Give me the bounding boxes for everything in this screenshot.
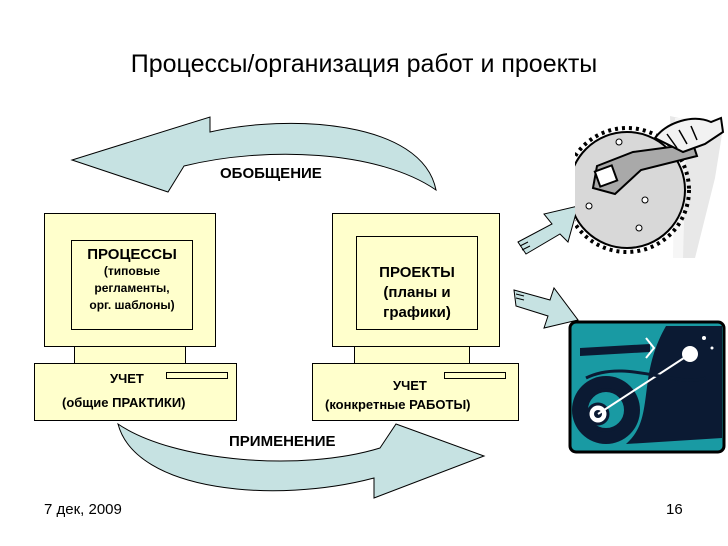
right-monitor-neck [354, 346, 470, 364]
right-base: УЧЕТ (конкретные РАБОТЫ) [312, 363, 519, 421]
processes-line-3: орг. шаблоны) [89, 298, 175, 312]
right-monitor: ПРОЕКТЫ (планы и графики) [332, 213, 500, 347]
left-base-title: УЧЕТ [110, 371, 144, 386]
right-screen: ПРОЕКТЫ (планы и графики) [356, 236, 478, 330]
wrench-gear-clipart-icon [575, 116, 725, 258]
left-base: УЧЕТ (общие ПРАКТИКИ) [34, 363, 237, 421]
right-disk-slot [444, 372, 506, 379]
slide-date: 7 дек, 2009 [44, 501, 122, 518]
projects-line-1: (планы и [383, 284, 451, 301]
slide-page-number: 16 [666, 501, 683, 518]
arrow-to-wrench-icon [517, 205, 579, 255]
processes-line-2: регламенты, [94, 281, 170, 295]
processes-line-1: (типовые [103, 264, 161, 278]
generalization-arrow-icon [70, 116, 437, 193]
application-arrow-icon [117, 422, 486, 499]
slide-title: Процессы/организация работ и проекты [130, 50, 598, 78]
arrow-to-gear-icon [513, 286, 579, 329]
projects-heading: ПРОЕКТЫ [379, 264, 455, 281]
right-base-subtitle: (конкретные РАБОТЫ) [325, 397, 471, 412]
right-base-title: УЧЕТ [393, 378, 427, 393]
left-monitor: ПРОЦЕССЫ (типовые регламенты, орг. шабло… [44, 213, 216, 347]
application-label: ПРИМЕНЕНИЕ [229, 433, 336, 450]
left-screen: ПРОЦЕССЫ (типовые регламенты, орг. шабло… [71, 240, 193, 330]
left-monitor-neck [74, 346, 186, 364]
generalization-label: ОБОБЩЕНИЕ [220, 165, 322, 182]
processes-heading: ПРОЦЕССЫ [87, 246, 177, 263]
left-disk-slot [166, 372, 228, 379]
projects-line-2: графики) [383, 304, 451, 321]
left-base-subtitle: (общие ПРАКТИКИ) [62, 395, 186, 410]
gear-space-clipart-icon [568, 320, 726, 454]
